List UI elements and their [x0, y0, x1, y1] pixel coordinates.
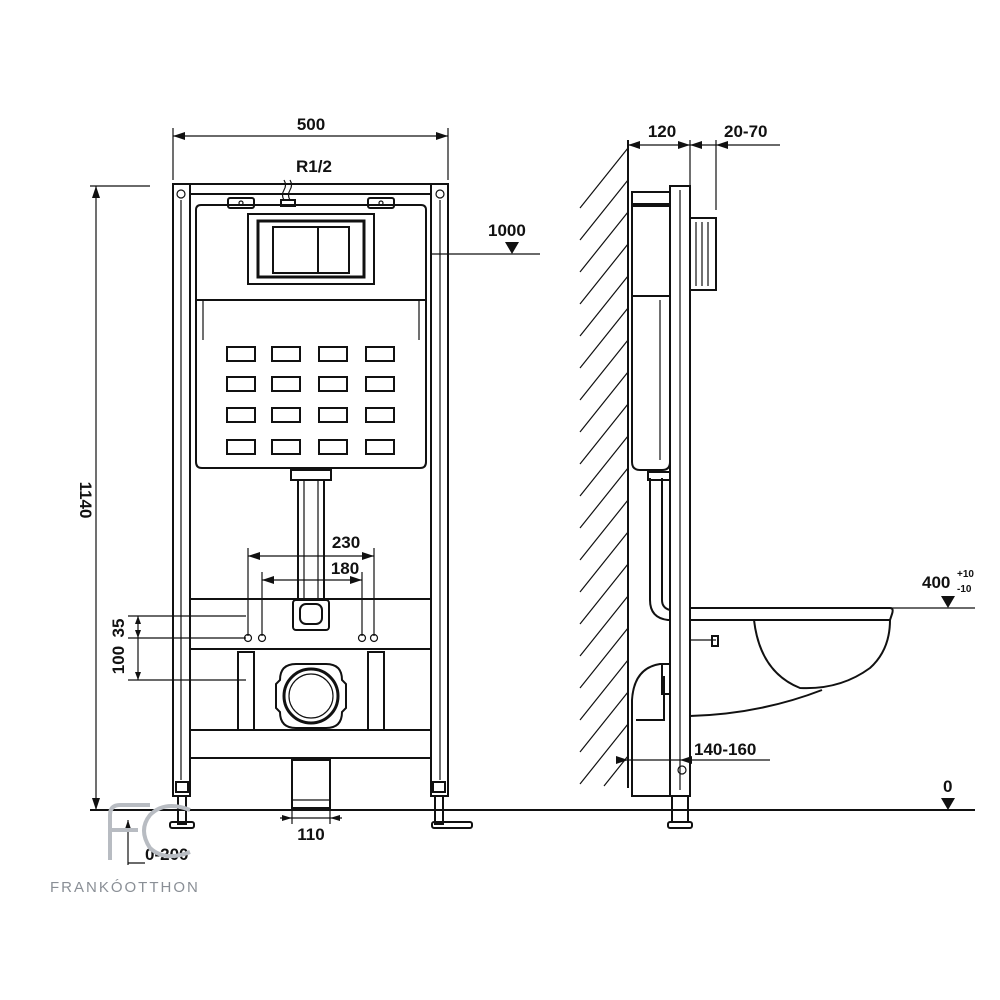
drain-width-dimension: 110 [280, 808, 342, 844]
inner-width-label: 180 [331, 559, 359, 578]
flush-pipe [297, 479, 325, 601]
brand-name: FRANKÓOTTHON [50, 879, 200, 896]
water-inlet: R1/2 [280, 157, 332, 207]
drain-connector [275, 663, 347, 729]
water-inlet-label: R1/2 [296, 157, 332, 176]
cistern-ribs [226, 346, 395, 455]
level-marker-1000: 1000 [431, 221, 540, 255]
height-dimension: 1140 [76, 185, 150, 810]
cistern-body [195, 300, 427, 469]
cistern-top [195, 204, 427, 301]
bowl-height-marker: 400 +10 -10 [890, 569, 975, 609]
width-dimension: 500 [172, 115, 449, 180]
width-label: 500 [297, 115, 325, 134]
floor-level-marker: 0 [941, 777, 955, 810]
level-marker-label: 1000 [488, 221, 526, 240]
wall-hatching [579, 140, 629, 788]
floor-level-label: 0 [943, 777, 952, 796]
outer-width-label: 230 [332, 533, 360, 552]
side-cistern-top [631, 205, 671, 297]
brand-logo-icon [108, 803, 191, 860]
brand-watermark: FRANKÓOTTHON [50, 803, 200, 896]
top-rail [189, 183, 432, 195]
button-depth-label: 20-70 [724, 122, 767, 141]
flush-plate [247, 213, 375, 285]
vertical-small-label: 35 [109, 619, 128, 638]
vertical-dimensions: 35 100 [109, 615, 246, 681]
bowl-height-tol-minus: -10 [957, 584, 972, 595]
bolt-spacing-dimensions: 230 180 [247, 533, 375, 636]
bowl-height-tol-plus: +10 [957, 569, 974, 580]
depth-dimension: 120 20-70 [628, 122, 780, 210]
drain-width-label: 110 [297, 825, 324, 844]
vertical-large-label: 100 [109, 646, 128, 674]
side-flush-button [689, 217, 717, 291]
drain-height-label: 140-160 [694, 740, 756, 759]
bowl-height-label: 400 [922, 573, 950, 592]
toilet-bowl [689, 607, 894, 717]
side-view: 120 20-70 [579, 122, 975, 829]
drain-pipe [291, 759, 331, 809]
bolt-icon [176, 189, 186, 199]
drain-height-dimension: 140-160 [616, 740, 770, 775]
depth-label: 120 [648, 122, 676, 141]
bolt-icon [435, 189, 445, 199]
front-view: 500 1140 R1/2 [76, 115, 975, 865]
height-label: 1140 [76, 482, 95, 519]
foot-adjust-dimension: 0-200 [124, 820, 188, 865]
bottom-rail [189, 729, 432, 759]
side-drain-elbow [631, 663, 671, 797]
